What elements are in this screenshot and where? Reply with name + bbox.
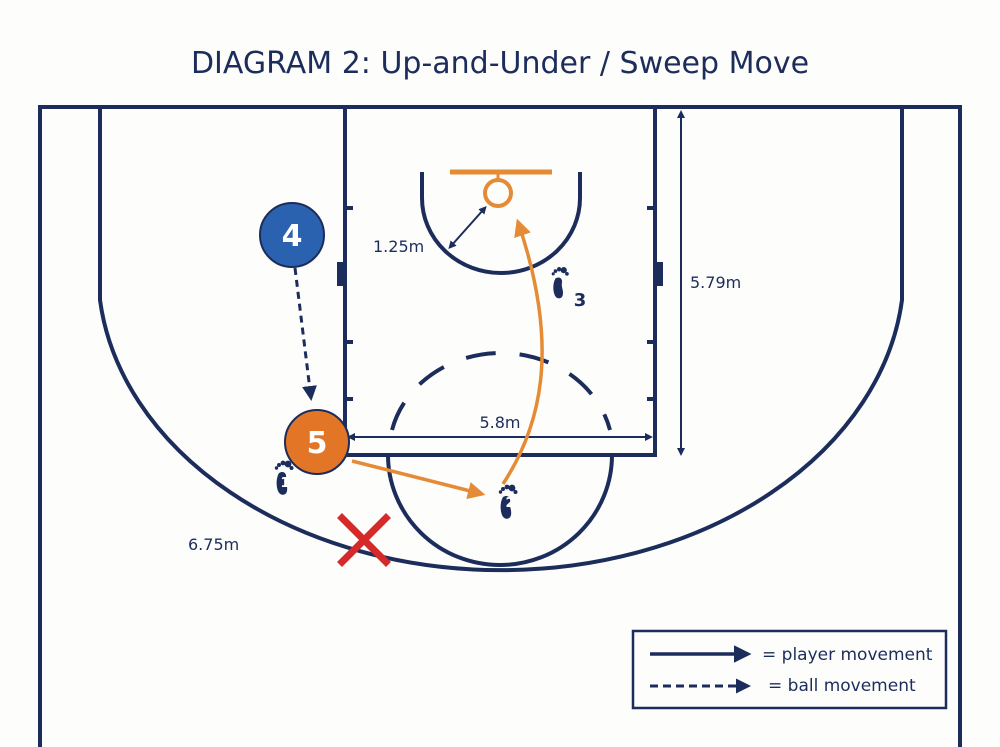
- dimension-restricted-radius-arrow: [448, 206, 487, 249]
- free-throw-circle-dashed: [390, 351, 612, 431]
- dimension-key-width-label: 5.8m: [479, 413, 520, 432]
- dimension-three-point-radius-label: 6.75m: [188, 535, 239, 554]
- footprint-step-2-number: 2: [505, 496, 514, 511]
- free-throw-circle: [386, 454, 614, 567]
- x-mark-icon: [337, 513, 391, 567]
- legend-ball-movement-label: = ball movement: [768, 676, 916, 696]
- player-4-number: 4: [282, 219, 303, 254]
- player-5: 5: [284, 409, 350, 475]
- three-point-line: [98, 107, 904, 573]
- rim: [483, 178, 513, 208]
- player-movement-arrow-finish: [501, 218, 544, 485]
- player-5-number: 5: [307, 426, 328, 461]
- restricted-area-arc: [420, 172, 582, 275]
- footprint-step-2: 2: [498, 484, 518, 519]
- player-4: 4: [259, 202, 325, 268]
- legend: = player movement = ball movement: [631, 629, 948, 710]
- diagram-title: DIAGRAM 2: Up-and-Under / Sweep Move: [191, 46, 809, 81]
- footprint-step-1: 1: [274, 460, 294, 495]
- footprint-icon: [551, 267, 569, 299]
- player-movement-arrow-sweep: [351, 459, 486, 500]
- footprint-step-3: 3: [551, 267, 587, 311]
- footprint-step-1-number: 1: [280, 476, 289, 491]
- ball-movement-arrow: [293, 267, 317, 401]
- legend-player-movement-label: = player movement: [762, 645, 933, 665]
- court-boundary: [38, 105, 962, 747]
- key-lane: [343, 107, 657, 457]
- dimension-key-length-label: 5.79m: [690, 273, 741, 292]
- legend-box: [631, 629, 948, 710]
- footprint-step-3-number: 3: [574, 290, 587, 311]
- dimension-restricted-radius-label: 1.25m: [373, 237, 424, 256]
- lane-hash-marks: [337, 206, 663, 401]
